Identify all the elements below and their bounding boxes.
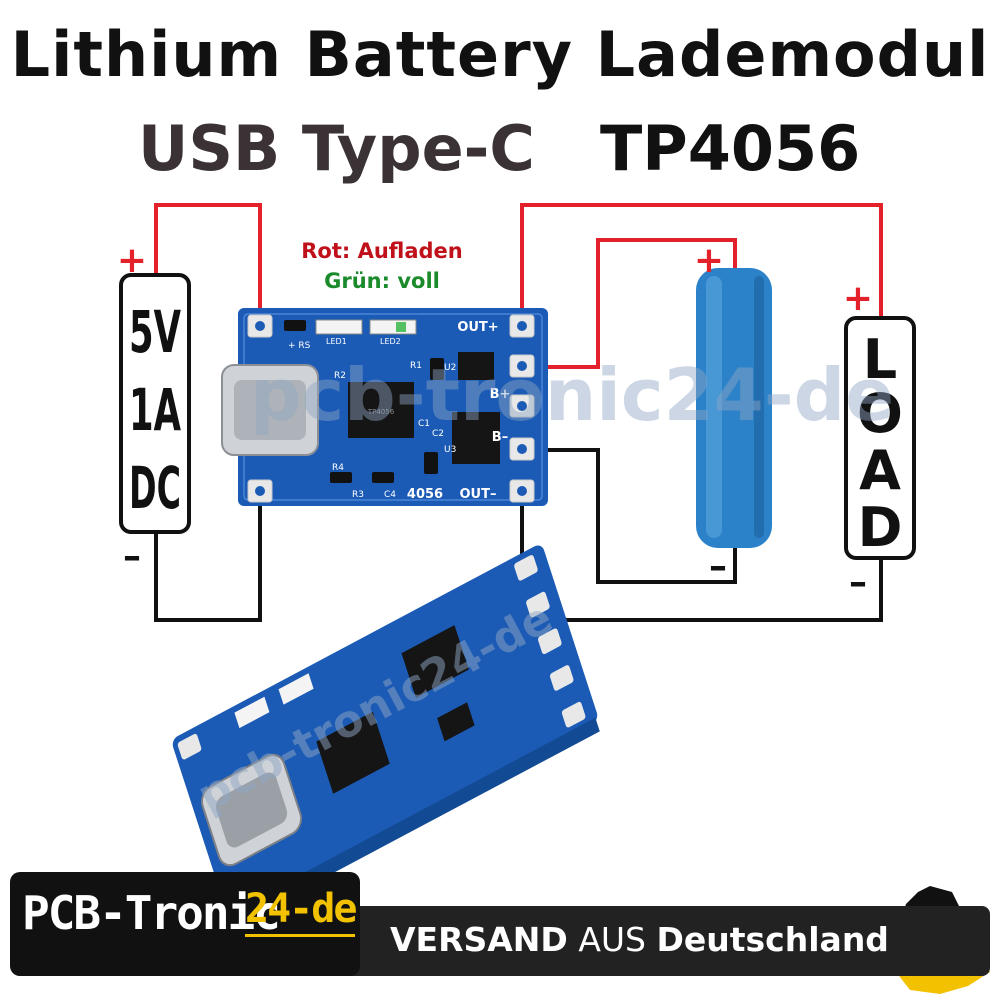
load-letter-a: A [859,439,901,502]
pcb-label-4056: 4056 [407,487,443,502]
legend-green-full: Grün: voll [324,269,440,293]
shipping-word-versand: VERSAND [390,920,568,959]
shipping-word-aus: AUS [578,920,646,959]
legend-red-charging: Rot: Aufladen [301,239,463,263]
pcb-chip-marking: TP4056 [367,408,395,416]
battery-18650 [696,268,772,548]
pcb-label-r4: R4 [332,463,344,473]
pcb-label-c2: C2 [432,429,444,439]
pcb-label-c4: C4 [384,490,396,500]
source-plus-sign: + [117,240,147,281]
load-plus-sign: + [843,278,873,319]
pcb-label-led2: LED2 [380,337,401,346]
subtitle-tp4056: TP4056 [600,112,861,185]
source-minus-sign: – [123,536,141,577]
brand-suffix: 24-de [245,886,357,937]
pcb-top-view: OUT+ B+ B– OUT– 4056 TP4056 + RS R2 R1 R… [221,308,548,506]
shipping-banner: VERSAND AUS Deutschland [340,906,990,976]
source-voltage: 5V [129,298,181,366]
red-wires [154,203,883,369]
brand-logo: PCB-Tronic 24-de [10,872,360,976]
battery-plus-sign: + [694,240,724,281]
brand-name: PCB-Tronic [22,886,281,940]
power-source-box [119,273,191,534]
source-current: 1A [129,376,181,444]
pcb-label-led1: LED1 [326,337,347,346]
pcb-product-photo [172,545,600,925]
battery-minus-sign: – [709,546,727,587]
pcb-label-b-plus: B+ [490,387,511,402]
pcb-label-r1: R1 [410,361,422,371]
load-letter-o: O [857,382,903,445]
pcb-label-rs: + RS [288,341,311,351]
pcb-label-b-minus: B– [492,430,508,445]
load-letter-d: D [858,496,903,559]
shipping-word-deutschland: Deutschland [656,920,889,959]
load-letter-l: L [863,328,897,391]
shipping-text: VERSAND AUS Deutschland [390,920,889,959]
load-minus-sign: – [849,562,867,603]
pcb-label-u3: U3 [444,445,456,455]
source-type: DC [129,454,181,522]
page-title: Lithium Battery Lademodul [10,18,990,91]
pcb-label-r2: R2 [334,371,346,381]
subtitle-usb-type-c: USB Type-C [138,112,535,185]
load-box [844,316,916,560]
watermark-diagram: pcb-tronic24-de [250,353,894,437]
pcb-label-out-plus: OUT+ [457,320,498,335]
pcb-label-r3: R3 [352,490,364,500]
pcb-label-c1: C1 [418,419,430,429]
pcb-label-u2: U2 [444,363,456,373]
pcb-label-out-minus: OUT– [460,487,497,502]
